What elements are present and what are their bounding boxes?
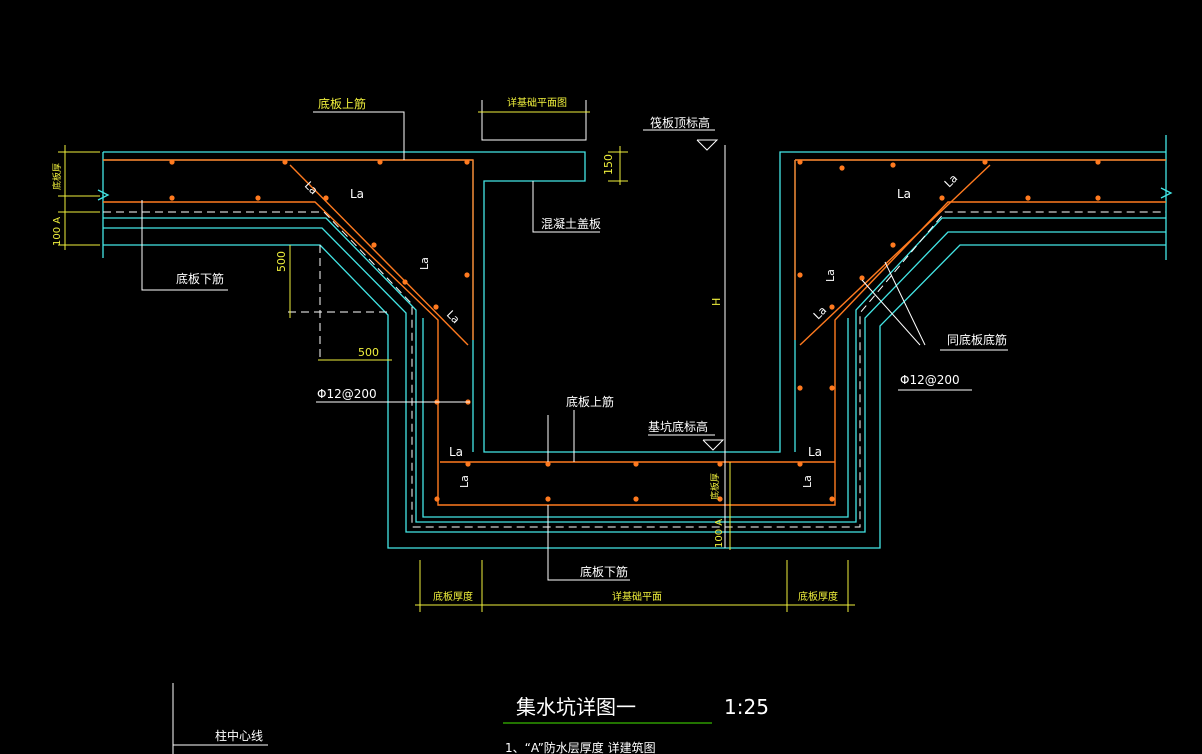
rebar-dots bbox=[169, 159, 1101, 502]
dim-500-horizontal: 500 bbox=[358, 346, 379, 359]
label-phi-left: Φ12@200 bbox=[317, 387, 377, 401]
drawing-scale: 1:25 bbox=[724, 695, 769, 719]
label-concrete-cover: 混凝土盖板 bbox=[541, 216, 601, 231]
label-thickness-left: 底板厚度 bbox=[433, 590, 473, 603]
rebar-lines bbox=[103, 159, 1166, 506]
label-pit-bottom-elev: 基坑底标高 bbox=[648, 419, 708, 434]
level-marks bbox=[696, 139, 725, 451]
label-la-3: La bbox=[418, 257, 431, 270]
label-la-11: La bbox=[808, 445, 822, 459]
label-pit-slab-thickness: 底板厚 bbox=[709, 473, 721, 500]
label-column-centerline: 柱中心线 bbox=[215, 728, 263, 743]
dim-500-vertical: 500 bbox=[275, 251, 288, 272]
label-slab-thickness-left: 底板厚 bbox=[51, 163, 63, 190]
label-pit-bottom-rebar: 底板下筋 bbox=[580, 564, 628, 579]
label-la-12: La bbox=[801, 475, 814, 488]
label-top-rebar-slab: 底板上筋 bbox=[318, 96, 366, 111]
note-1: 1、“A”防水层厚度 详建筑图 bbox=[505, 740, 656, 754]
dimension-lines bbox=[58, 111, 855, 612]
leader-lines bbox=[141, 100, 1008, 754]
label-see-foundation-plan-bottom: 详基础平面 bbox=[612, 590, 662, 603]
label-see-foundation-plan-top: 详基础平面图 bbox=[507, 96, 567, 109]
drawing-title: 集水坑详图一 bbox=[516, 695, 636, 719]
label-thickness-right: 底板厚度 bbox=[798, 590, 838, 603]
label-la-2: La bbox=[350, 187, 364, 201]
membrane-dashed bbox=[103, 211, 1166, 528]
dim-h: H bbox=[710, 298, 723, 306]
label-pit-top-rebar: 底板上筋 bbox=[566, 394, 614, 409]
label-bottom-rebar-slab: 底板下筋 bbox=[176, 271, 224, 286]
dim-100a-left: 100 A bbox=[52, 217, 63, 246]
label-la-10: La bbox=[458, 475, 471, 488]
dim-150: 150 bbox=[602, 154, 615, 175]
label-la-5: La bbox=[897, 187, 911, 201]
label-la-9: La bbox=[449, 445, 463, 459]
dim-100a-bottom: 100 A bbox=[714, 519, 725, 548]
label-la-7: La bbox=[824, 269, 837, 282]
label-phi-right: Φ12@200 bbox=[900, 373, 960, 387]
label-same-as-slab-rebar: 同底板底筋 bbox=[947, 332, 1007, 347]
label-raft-top-elev: 筏板顶标高 bbox=[650, 115, 710, 130]
